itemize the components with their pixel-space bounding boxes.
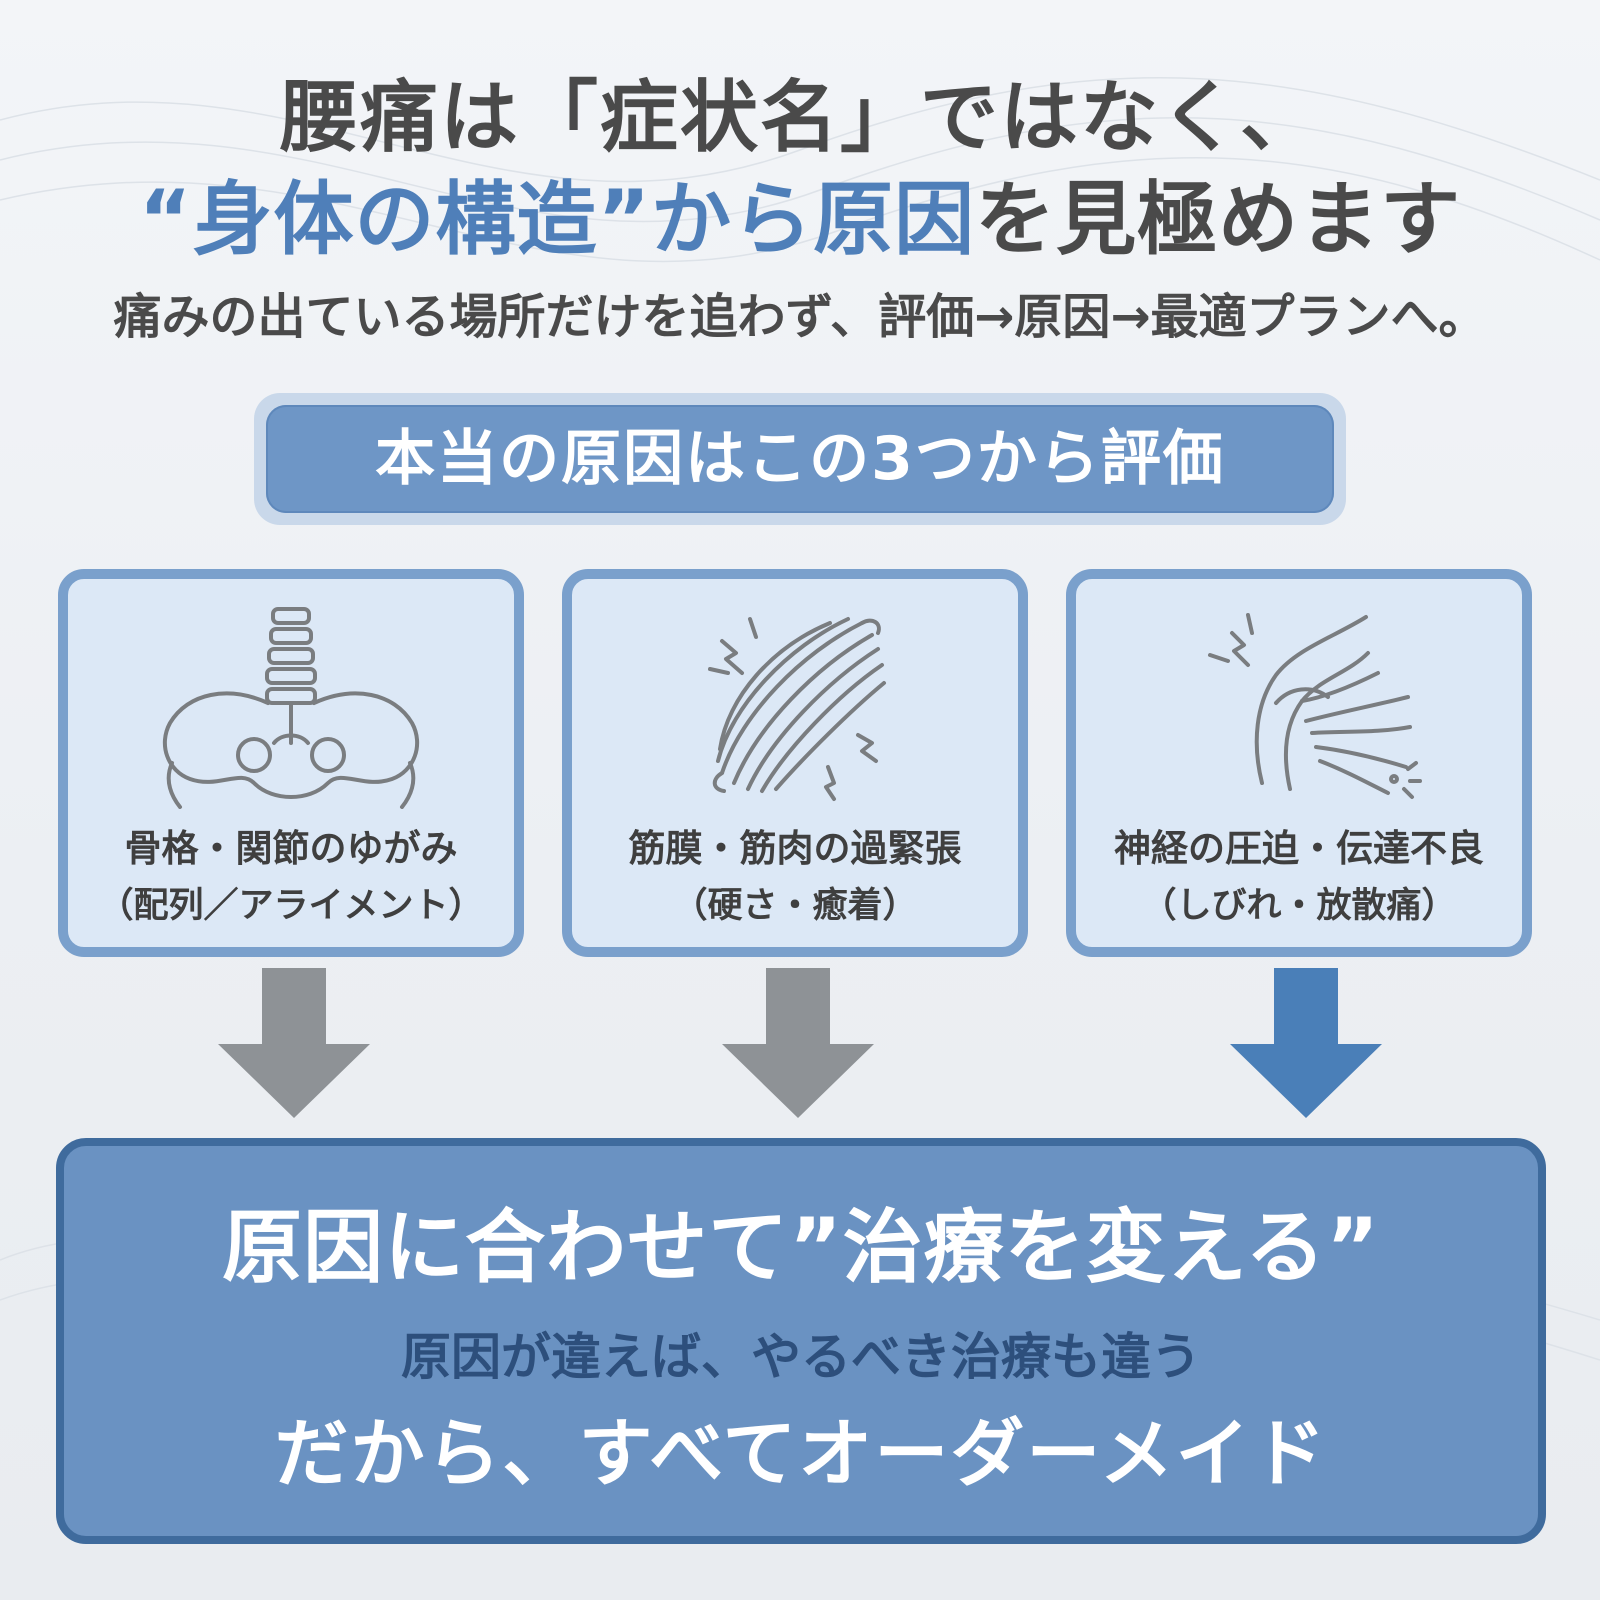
cause-card-skeleton: 骨格・関節のゆがみ （配列／アライメント） — [58, 569, 524, 957]
card-title: 骨格・関節のゆがみ — [124, 827, 458, 870]
subtitle: 痛みの出ている場所だけを追わず、評価→原因→最適プランへ。 — [113, 289, 1487, 345]
headline-line-2: “身体の構造”から原因を見極めます — [0, 168, 1600, 272]
nerve-joint-icon — [1208, 613, 1422, 799]
card-title: 筋膜・筋肉の過緊張 — [628, 827, 962, 870]
result-box: 原因に合わせて”治療を変える” 原因が違えば、やるべき治療も違う だから、すべて… — [56, 1138, 1546, 1544]
result-headline: 原因に合わせて”治療を変える” — [222, 1201, 1380, 1294]
result-conclusion: だから、すべてオーダーメイド — [274, 1411, 1328, 1497]
cause-card-muscle: 筋膜・筋肉の過緊張 （硬さ・癒着） — [562, 569, 1028, 957]
pelvis-spine-icon — [162, 607, 420, 809]
evaluation-banner: 本当の原因はこの3つから評価 — [266, 405, 1334, 513]
card-title: 神経の圧迫・伝達不良 — [1114, 827, 1484, 870]
headline-line-1: 腰痛は「症状名」ではなく、 — [279, 73, 1320, 163]
headline-rest: を見極めます — [975, 173, 1462, 266]
card-subtitle: （しびれ・放散痛） — [1141, 886, 1457, 926]
arrow-down-icon — [722, 968, 874, 1118]
muscle-fiber-icon — [708, 617, 886, 801]
headline-highlight: “身体の構造”から原因 — [138, 173, 976, 266]
result-subline: 原因が違えば、やるべき治療も違う — [401, 1328, 1201, 1386]
arrow-down-icon — [1230, 968, 1382, 1118]
arrow-down-icon — [218, 968, 370, 1118]
cause-card-nerve: 神経の圧迫・伝達不良 （しびれ・放散痛） — [1066, 569, 1532, 957]
card-subtitle: （配列／アライメント） — [98, 886, 484, 926]
card-subtitle: （硬さ・癒着） — [672, 886, 918, 926]
